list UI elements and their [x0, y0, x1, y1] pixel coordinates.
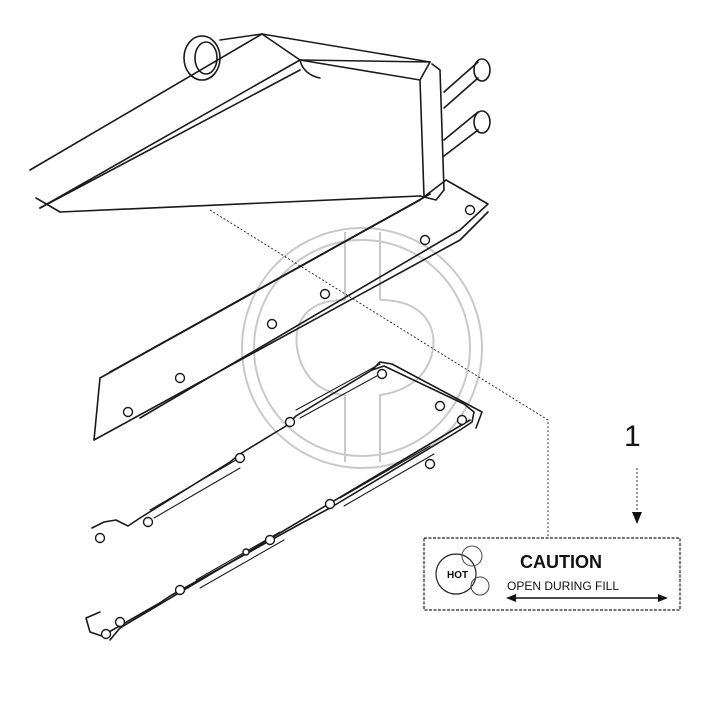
caution-heading: CAUTION: [520, 552, 602, 572]
caution-label: HOT CAUTION OPEN DURING FILL: [423, 537, 681, 611]
watermark: [241, 227, 483, 469]
gasket: [85, 361, 483, 641]
caution-subtext: OPEN DURING FILL: [507, 579, 619, 593]
logo-text: HOT: [447, 570, 468, 581]
callout-arrow-head: [632, 512, 642, 524]
caution-logo: HOT: [435, 545, 490, 596]
leader-line: [209, 209, 549, 540]
upper-flange: [93, 179, 489, 441]
callout-number: 1: [624, 420, 641, 453]
coolant-tank: [29, 33, 491, 213]
